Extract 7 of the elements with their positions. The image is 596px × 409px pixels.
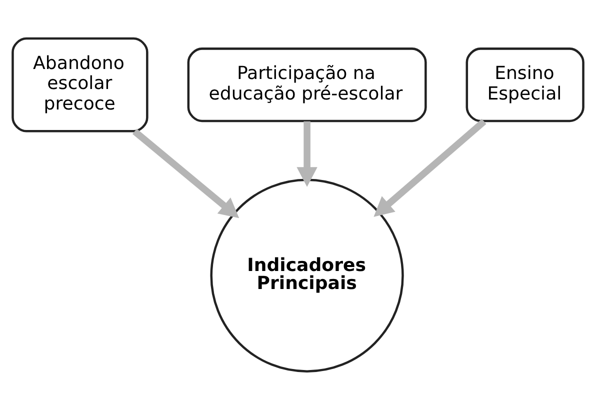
node-circle: Indicadores Principais xyxy=(210,178,404,372)
arrow xyxy=(296,120,318,186)
node-box: Participação na educação pré-escolar xyxy=(187,47,427,122)
arrow xyxy=(132,128,240,218)
node-box: Ensino Especial xyxy=(466,47,584,122)
arrow xyxy=(374,118,486,216)
node-box: Abandono escolar precoce xyxy=(12,36,148,132)
